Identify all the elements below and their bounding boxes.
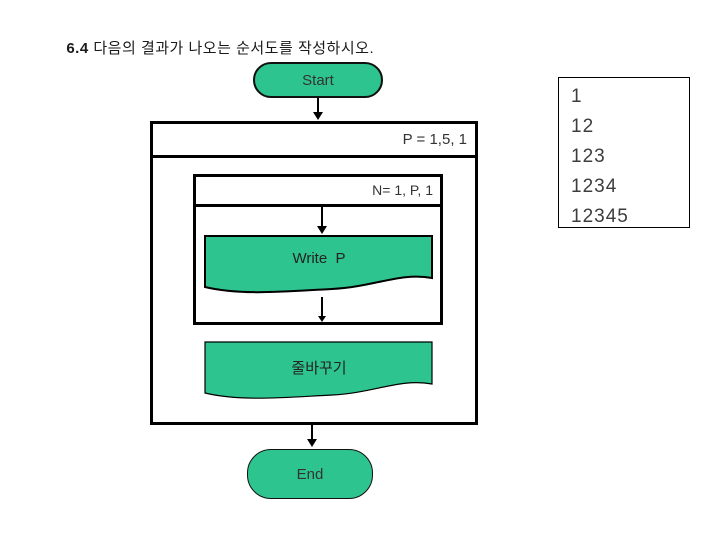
line-break-document-shape (204, 341, 433, 399)
document-shape-path (204, 235, 433, 294)
flow-line-start-to-outer (317, 98, 319, 113)
output-line: 12345 (571, 206, 629, 227)
flow-line-inner-to-write (321, 205, 323, 226)
write-p-document-shape (204, 235, 433, 294)
start-node: Start (253, 62, 383, 98)
flow-line-write-to-loop-end (321, 297, 323, 316)
inner-loop-header: N= 1, P, 1 (196, 177, 440, 207)
title-number: 6.4 (66, 40, 89, 57)
output-line: 123 (571, 146, 606, 167)
write-p-label: Write P (292, 250, 346, 267)
arrowhead-write-to-loop-end (318, 316, 326, 322)
start-label: Start (302, 71, 334, 89)
page-title: 6.4 다음의 결과가 나오는 순서도를 작성하시오. (57, 20, 374, 58)
output-line: 1234 (571, 176, 618, 197)
document-shape-path (204, 341, 433, 399)
title-text: 다음의 결과가 나오는 순서도를 작성하시오. (88, 40, 375, 57)
expected-output-box: 1 12 123 1234 12345 (558, 77, 690, 228)
outer-loop-header: P = 1,5, 1 (153, 124, 475, 158)
flow-line-outer-to-end (311, 425, 313, 439)
output-line: 12 (571, 116, 595, 137)
line-break-label: 줄바꾸기 (291, 360, 347, 377)
arrowhead-outer-to-end (307, 439, 317, 447)
end-node: End (247, 449, 373, 499)
output-line: 1 (571, 86, 583, 107)
end-label: End (296, 465, 324, 483)
arrowhead-start-to-outer (313, 112, 323, 120)
arrowhead-inner-to-write (317, 226, 327, 234)
